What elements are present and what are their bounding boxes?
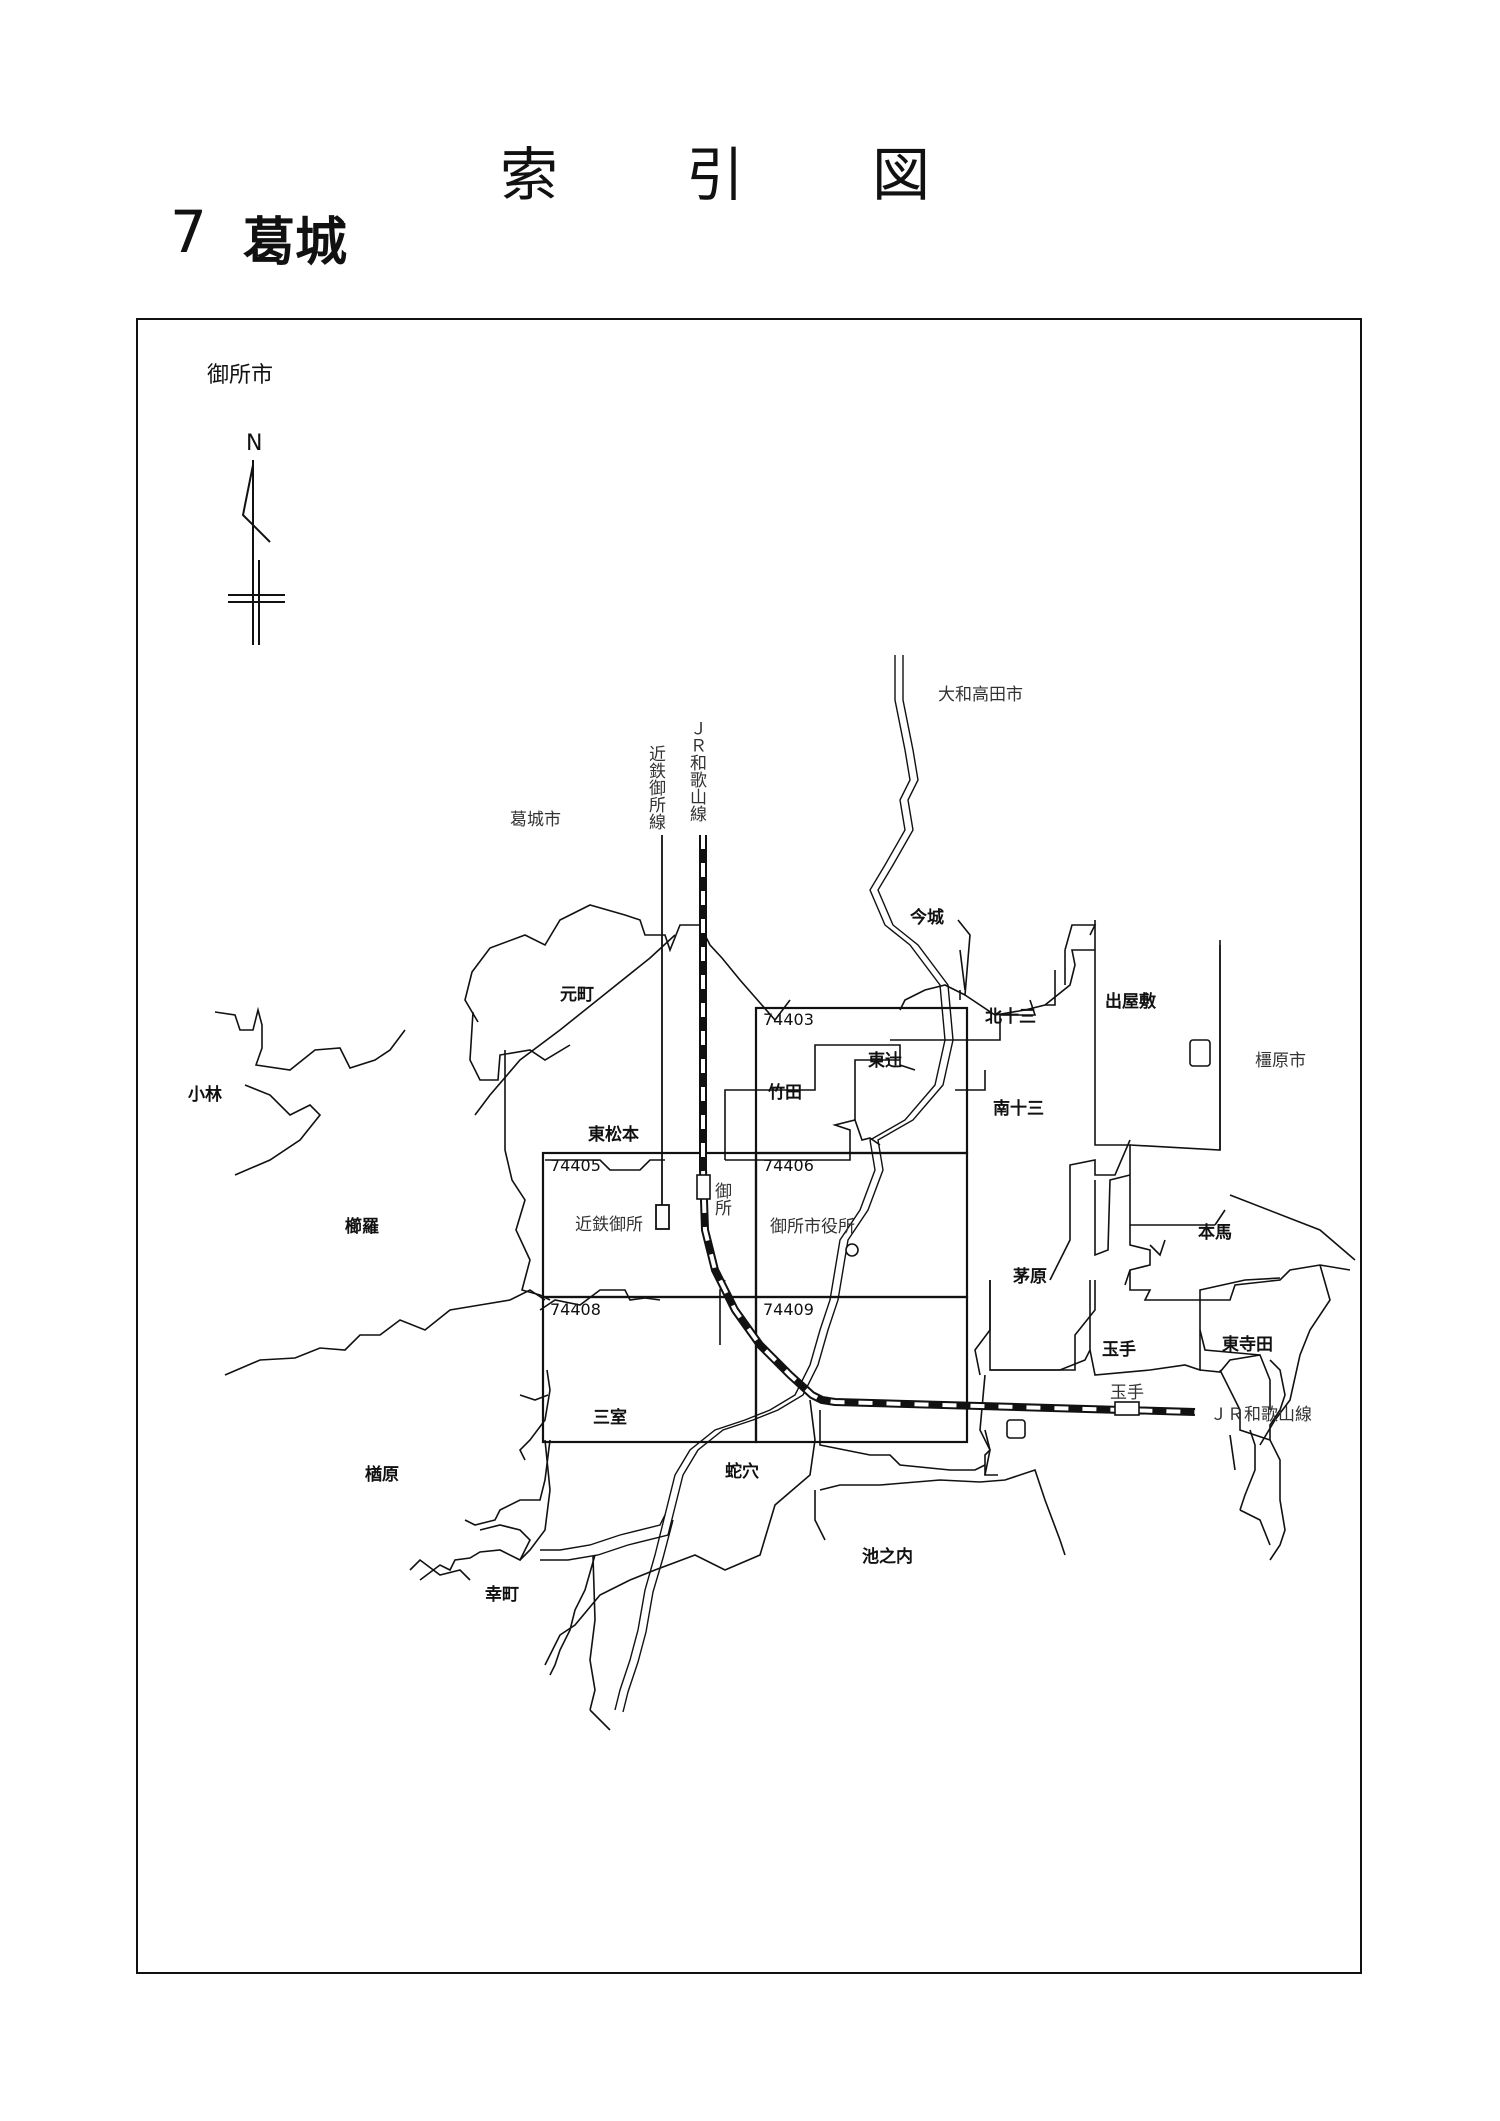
jr-line-label-horizontal: ＪＲ和歌山線 <box>1210 1405 1312 1425</box>
district-kushira: 櫛羅 <box>345 1216 379 1237</box>
neighbor-city-kashihara: 橿原市 <box>1255 1051 1306 1071</box>
district-minamijuzo: 南十三 <box>993 1098 1044 1119</box>
district-higashiteramae: 東寺田 <box>1222 1334 1273 1355</box>
neighbor-city-katsuragi: 葛城市 <box>510 810 561 830</box>
district-deyashiki: 出屋敷 <box>1105 991 1157 1012</box>
district-kocho: 幸町 <box>485 1584 519 1605</box>
district-tamade: 玉手 <box>1102 1339 1136 1360</box>
district-higashimatsumoto: 東松本 <box>588 1124 639 1145</box>
city-hall-label: 御所市役所 <box>770 1217 855 1237</box>
page-title: 索引図 <box>500 141 1059 209</box>
district-motomachi: 元町 <box>560 985 594 1005</box>
district-narahara: 楢原 <box>365 1464 399 1485</box>
district-muro: 三室 <box>593 1407 627 1428</box>
district-kayahara: 茅原 <box>1013 1267 1047 1287</box>
district-honma: 本馬 <box>1198 1222 1232 1243</box>
neighbor-city-yamatotakada: 大和高田市 <box>938 685 1023 705</box>
station-kintetsu-gose: 近鉄御所 <box>575 1215 643 1235</box>
station-tamade: 玉手 <box>1110 1383 1144 1403</box>
district-ikenouchi: 池之内 <box>862 1546 913 1567</box>
district-higashitsuji: 東辻 <box>868 1050 902 1071</box>
grid-cell-74406[interactable]: 74406 <box>763 1156 814 1175</box>
river <box>540 655 954 1713</box>
jr-line-label-vertical: ＪＲ和歌山線 <box>686 720 707 822</box>
district-kobayashi: 小林 <box>188 1084 222 1105</box>
boundary-lines <box>214 904 1356 1731</box>
station-gose: 御所 <box>711 1182 732 1216</box>
area-name: 葛城 <box>243 213 348 273</box>
pond-icon <box>1189 1039 1211 1067</box>
grid-cell-74408[interactable]: 74408 <box>550 1300 601 1319</box>
district-kitajuzo: 北十三 <box>985 1006 1036 1027</box>
kintetsu-line <box>655 835 670 1230</box>
jr-line <box>696 835 1196 1416</box>
city-label: 御所市 <box>207 363 273 388</box>
city-hall-icon <box>845 1243 859 1257</box>
grid-cell-74409[interactable]: 74409 <box>763 1300 814 1319</box>
kintetsu-line-label: 近鉄御所線 <box>645 745 666 830</box>
district-imaki: 今城 <box>910 907 944 928</box>
index-grid <box>541 1006 969 1444</box>
district-jaana: 蛇穴 <box>725 1461 759 1482</box>
map-frame <box>136 318 1362 1974</box>
north-label: N <box>246 431 262 456</box>
district-takeda: 竹田 <box>767 1082 802 1103</box>
grid-cell-74405[interactable]: 74405 <box>550 1156 601 1175</box>
map-number: 7 <box>170 198 207 266</box>
pond-icon-2 <box>1006 1419 1026 1439</box>
grid-cell-74403[interactable]: 74403 <box>763 1010 814 1029</box>
north-arrow-icon <box>228 460 285 645</box>
